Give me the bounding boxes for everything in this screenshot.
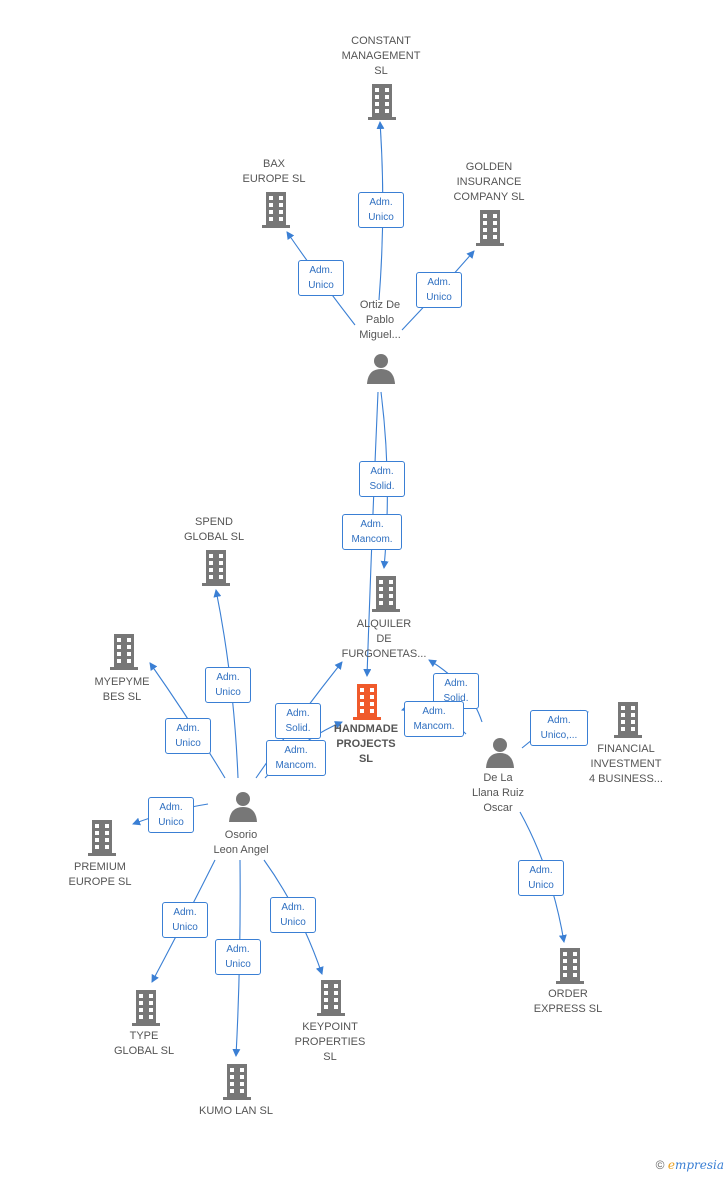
- building-icon-kumo[interactable]: [221, 1064, 253, 1100]
- edge-label-ortiz-handmade[interactable]: Adm. Mancom.: [342, 514, 402, 550]
- edge-label-osorio-handmade-mancom[interactable]: Adm. Mancom.: [266, 740, 326, 776]
- node-label-constant[interactable]: CONSTANT MANAGEMENT SL: [341, 35, 421, 77]
- building-icon-spend[interactable]: [200, 550, 232, 586]
- node-label-spend[interactable]: SPEND GLOBAL SL: [183, 516, 245, 543]
- brand-logo-name: mpresia: [674, 1158, 724, 1172]
- edge-label-delallana-order[interactable]: Adm. Unico: [518, 860, 564, 896]
- person-icon-osorio[interactable]: [228, 790, 258, 822]
- building-icon-order[interactable]: [554, 948, 586, 984]
- building-icon-constant[interactable]: [366, 84, 398, 120]
- building-icon-myepyme[interactable]: [108, 634, 140, 670]
- edge-label-ortiz-alquiler[interactable]: Adm. Solid.: [359, 461, 405, 497]
- building-icon-financial[interactable]: [612, 702, 644, 738]
- node-label-handmade[interactable]: HANDMADE PROJECTS SL: [333, 723, 399, 765]
- building-icon-golden[interactable]: [474, 210, 506, 246]
- edge-label-osorio-myepyme[interactable]: Adm. Unico: [165, 718, 211, 754]
- node-label-order[interactable]: ORDER EXPRESS SL: [533, 988, 603, 1015]
- edge-label-ortiz-constant[interactable]: Adm. Unico: [358, 192, 404, 228]
- edge-label-ortiz-bax[interactable]: Adm. Unico: [298, 260, 344, 296]
- edge-label-osorio-type[interactable]: Adm. Unico: [162, 902, 208, 938]
- building-icon-alquiler[interactable]: [370, 576, 402, 612]
- edge-label-ortiz-golden[interactable]: Adm. Unico: [416, 272, 462, 308]
- edge-label-osorio-premium[interactable]: Adm. Unico: [148, 797, 194, 833]
- copyright-symbol: ©: [655, 1158, 665, 1172]
- edge-label-osorio-spend[interactable]: Adm. Unico: [205, 667, 251, 703]
- node-label-golden[interactable]: GOLDEN INSURANCE COMPANY SL: [453, 161, 525, 203]
- node-label-financial[interactable]: FINANCIAL INVESTMENT 4 BUSINESS...: [589, 743, 663, 785]
- node-label-premium[interactable]: PREMIUM EUROPE SL: [68, 861, 132, 888]
- building-icon-bax[interactable]: [260, 192, 292, 228]
- edge-label-osorio-handmade-solid[interactable]: Adm. Solid.: [275, 703, 321, 739]
- person-icon-ortiz[interactable]: [366, 352, 396, 384]
- node-label-bax[interactable]: BAX EUROPE SL: [242, 158, 306, 185]
- edge-label-delallana-handmade[interactable]: Adm. Mancom.: [404, 701, 464, 737]
- edge-label-osorio-keypoint[interactable]: Adm. Unico: [270, 897, 316, 933]
- building-icon-premium[interactable]: [86, 820, 118, 856]
- person-icon-delallana[interactable]: [485, 736, 515, 768]
- node-label-type[interactable]: TYPE GLOBAL SL: [113, 1030, 175, 1057]
- edge-label-osorio-kumo[interactable]: Adm. Unico: [215, 939, 261, 975]
- building-icon-handmade[interactable]: [351, 684, 383, 720]
- node-label-alquiler[interactable]: ALQUILER DE FURGONETAS...: [341, 618, 427, 660]
- node-label-keypoint[interactable]: KEYPOINT PROPERTIES SL: [294, 1021, 366, 1063]
- edge-label-delallana-financial[interactable]: Adm. Unico,...: [530, 710, 588, 746]
- node-label-osorio[interactable]: Osorio Leon Angel: [213, 829, 269, 856]
- node-label-myepyme[interactable]: MYEPYME BES SL: [94, 676, 150, 703]
- building-icon-keypoint[interactable]: [315, 980, 347, 1016]
- brand-logo-e: e: [667, 1158, 675, 1172]
- node-label-kumo[interactable]: KUMO LAN SL: [199, 1105, 273, 1117]
- building-icon-type[interactable]: [130, 990, 162, 1026]
- node-label-ortiz[interactable]: Ortiz De Pablo Miguel...: [359, 299, 401, 341]
- brand-watermark: © empresia: [656, 1158, 724, 1172]
- node-label-delallana[interactable]: De La Llana Ruiz Oscar: [472, 772, 524, 814]
